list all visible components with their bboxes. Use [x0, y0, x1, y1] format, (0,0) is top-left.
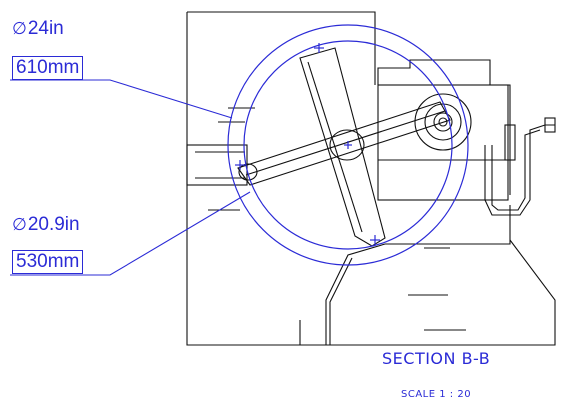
inner-diameter-metric-label: 530mm	[12, 250, 84, 274]
inner-diameter-inch-label: ∅20.9in	[12, 214, 80, 236]
inner-diameter-circle	[243, 40, 453, 250]
inner-diameter-metric: 530mm	[16, 251, 80, 272]
section-scale: SCALE 1 : 20	[401, 389, 472, 400]
outer-diameter-inch-label: ∅24in	[12, 18, 64, 40]
outer-diameter-circle	[227, 24, 469, 266]
outer-diameter-metric-label: 610mm	[12, 56, 84, 80]
section-title: SECTION B-B	[382, 349, 491, 368]
diameter-symbol: ∅	[12, 215, 27, 234]
diameter-symbol: ∅	[12, 19, 27, 38]
outer-leader	[10, 79, 233, 119]
leader-lines	[10, 79, 251, 276]
mechanical-linework	[186, 11, 556, 346]
inner-leader	[10, 191, 251, 276]
outer-diameter-inch: 24in	[27, 18, 64, 39]
inner-diameter-inch: 20.9in	[27, 214, 80, 235]
outer-diameter-metric: 610mm	[16, 57, 80, 78]
dimension-circles	[227, 24, 469, 266]
